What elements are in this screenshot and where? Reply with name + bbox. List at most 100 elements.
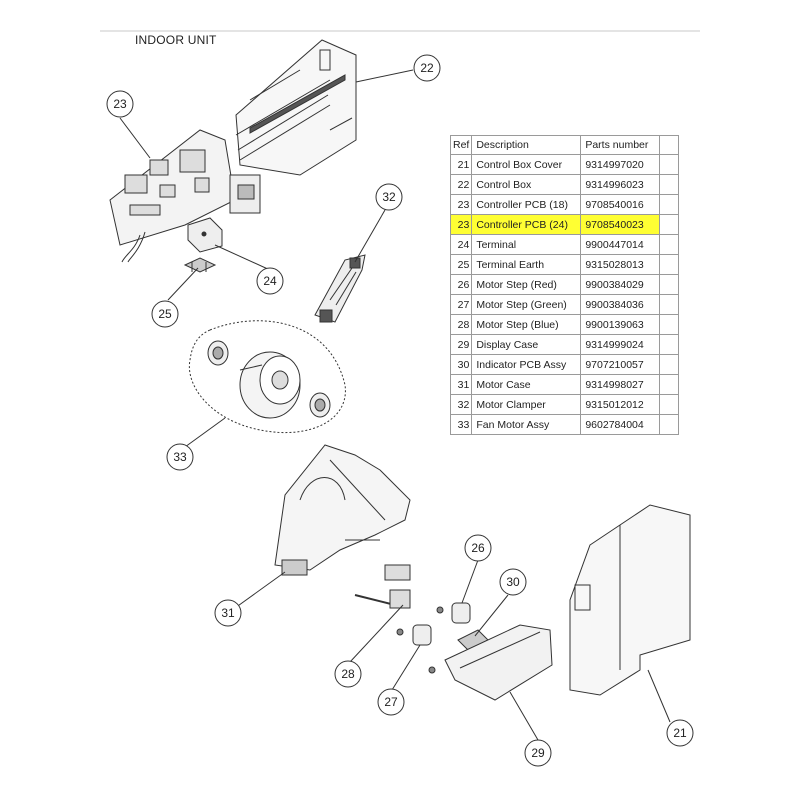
callout-21: 21 <box>666 719 694 747</box>
cell-parts-number: 9900447014 <box>580 234 661 255</box>
fan-motor-assy-drawing <box>188 320 346 434</box>
cell-extra <box>659 274 680 295</box>
cell-ref: 26 <box>449 274 473 295</box>
cell-extra <box>659 414 680 435</box>
cell-description: Motor Step (Green) <box>471 294 582 315</box>
cell-extra <box>659 294 680 315</box>
cell-ref: 28 <box>449 314 473 335</box>
motor-step-red-drawing <box>436 602 471 624</box>
cell-ref: 21 <box>449 154 473 175</box>
motor-case-drawing <box>274 444 411 576</box>
cell-extra <box>659 234 680 255</box>
svg-text:32: 32 <box>382 190 396 204</box>
cell-extra <box>659 194 680 215</box>
callout-33: 33 <box>166 443 194 471</box>
cell-extra <box>659 254 680 275</box>
callout-30: 30 <box>499 568 527 596</box>
cell-ref: 33 <box>449 414 473 435</box>
control-box-cover-drawing <box>569 504 691 696</box>
cell-extra <box>659 154 680 175</box>
svg-text:26: 26 <box>471 541 485 555</box>
cell-parts-number: 9315028013 <box>580 254 661 275</box>
cell-extra <box>659 394 680 415</box>
cell-description: Controller PCB (24) <box>471 214 582 235</box>
svg-text:22: 22 <box>420 61 434 75</box>
cell-parts-number: 9602784004 <box>580 414 661 435</box>
svg-text:27: 27 <box>384 695 398 709</box>
cell-extra <box>659 214 680 235</box>
cell-parts-number: 9314997020 <box>580 154 661 175</box>
callout-31: 31 <box>214 599 242 627</box>
cell-description: Motor Step (Blue) <box>471 314 582 335</box>
cell-parts-number: 9315012012 <box>580 394 661 415</box>
callout-26: 26 <box>464 534 492 562</box>
callout-32: 32 <box>375 183 403 211</box>
controller-pcb-drawing <box>109 129 261 263</box>
cell-ref: 27 <box>449 294 473 315</box>
cell-ref: 23 <box>449 194 473 215</box>
cell-parts-number: 9708540016 <box>580 194 661 215</box>
cell-description: Control Box <box>471 174 582 195</box>
header-ref: Ref <box>449 135 473 155</box>
cell-ref: 31 <box>449 374 473 395</box>
cell-extra <box>659 174 680 195</box>
motor-clamper-drawing <box>314 254 366 323</box>
motor-step-blue-drawing <box>354 564 411 609</box>
cell-parts-number: 9900139063 <box>580 314 661 335</box>
cell-extra <box>659 314 680 335</box>
cell-description: Motor Case <box>471 374 582 395</box>
svg-text:29: 29 <box>531 746 545 760</box>
cell-parts-number: 9314999024 <box>580 334 661 355</box>
header-description: Description <box>471 135 582 155</box>
cell-parts-number: 9314996023 <box>580 174 661 195</box>
cell-description: Terminal <box>471 234 582 255</box>
cell-description: Control Box Cover <box>471 154 582 175</box>
cell-parts-number: 9314998027 <box>580 374 661 395</box>
header-extra-column <box>659 135 680 155</box>
cell-description: Terminal Earth <box>471 254 582 275</box>
cell-ref: 29 <box>449 334 473 355</box>
callout-28: 28 <box>334 660 362 688</box>
parts-table-header: Ref Description Parts number <box>449 135 680 155</box>
cell-ref: 22 <box>449 174 473 195</box>
cell-extra <box>659 354 680 375</box>
cell-description: Fan Motor Assy <box>471 414 582 435</box>
svg-text:25: 25 <box>158 307 172 321</box>
svg-text:30: 30 <box>506 575 520 589</box>
callout-25: 25 <box>151 300 179 328</box>
cell-parts-number: 9708540023 <box>580 214 661 235</box>
cell-extra <box>659 334 680 355</box>
cell-extra <box>659 374 680 395</box>
svg-text:21: 21 <box>673 726 687 740</box>
cell-ref: 24 <box>449 234 473 255</box>
control-box-drawing <box>235 39 357 176</box>
cell-ref: 23 <box>449 214 473 235</box>
callout-22: 22 <box>413 54 441 82</box>
svg-text:33: 33 <box>173 450 187 464</box>
callout-23: 23 <box>106 90 134 118</box>
display-case-drawing <box>428 624 553 701</box>
cell-ref: 32 <box>449 394 473 415</box>
leader-lines <box>119 69 671 741</box>
cell-description: Motor Clamper <box>471 394 582 415</box>
cell-description: Controller PCB (18) <box>471 194 582 215</box>
svg-text:28: 28 <box>341 667 355 681</box>
header-parts-number: Parts number <box>580 135 661 155</box>
cell-ref: 25 <box>449 254 473 275</box>
svg-text:23: 23 <box>113 97 127 111</box>
cell-parts-number: 9900384036 <box>580 294 661 315</box>
